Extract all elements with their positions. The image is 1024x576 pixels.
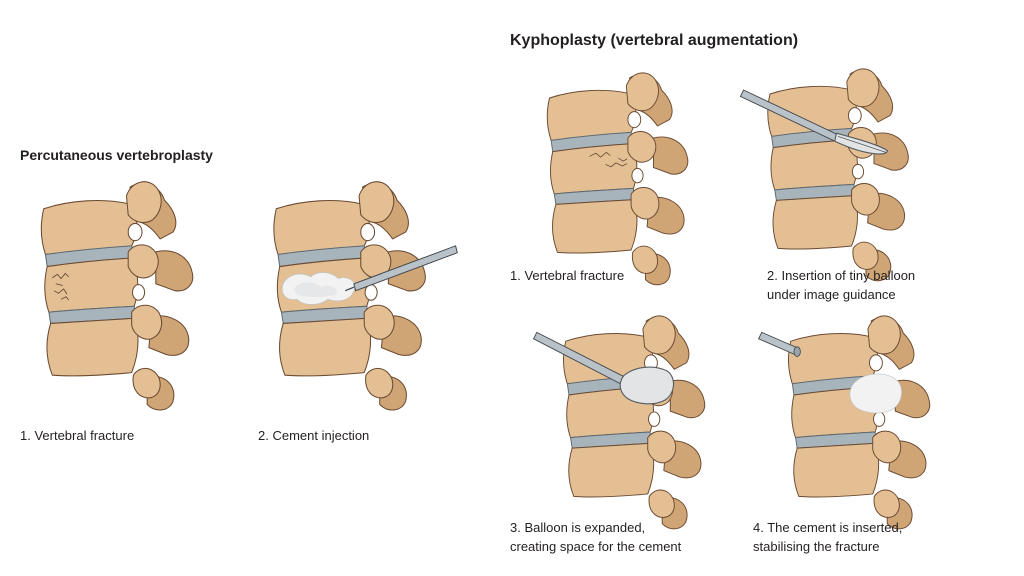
kyphoplasty-step3-figure [532,315,706,530]
kyphoplasty-step3-caption: 3. Balloon is expanded, creating space f… [510,520,682,554]
fracture-crack [589,151,628,168]
kyphoplasty-step1-figure [546,72,689,286]
fracture-crack [52,272,70,301]
kyphoplasty-step1-caption: 1. Vertebral fracture [510,268,625,283]
kyphoplasty-step4-figure [757,315,931,530]
kyphoplasty-step2-figure [739,68,909,282]
vertebroplasty-title: Percutaneous vertebroplasty [20,147,213,163]
kyphoplasty-step4-caption: 4. The cement is inserted, stabilising t… [753,520,903,554]
kyphoplasty-step2-caption: 2. Insertion of tiny balloon under image… [767,268,916,302]
cement-filled-cavity [849,373,902,414]
balloon-catheter [739,89,889,155]
cement-needle [345,245,458,292]
vertebroplasty-step2-figure [273,181,458,411]
withdrawn-cannula [757,331,801,357]
vertebroplasty-step2-caption: 2. Cement injection [258,428,370,443]
vertebroplasty-step1-caption: 1. Vertebral fracture [20,428,135,443]
cement-deposit [282,272,355,305]
kyphoplasty-title: Kyphoplasty (vertebral augmentation) [510,32,799,49]
vertebroplasty-step1-figure [40,181,194,411]
expanded-balloon [532,331,675,405]
